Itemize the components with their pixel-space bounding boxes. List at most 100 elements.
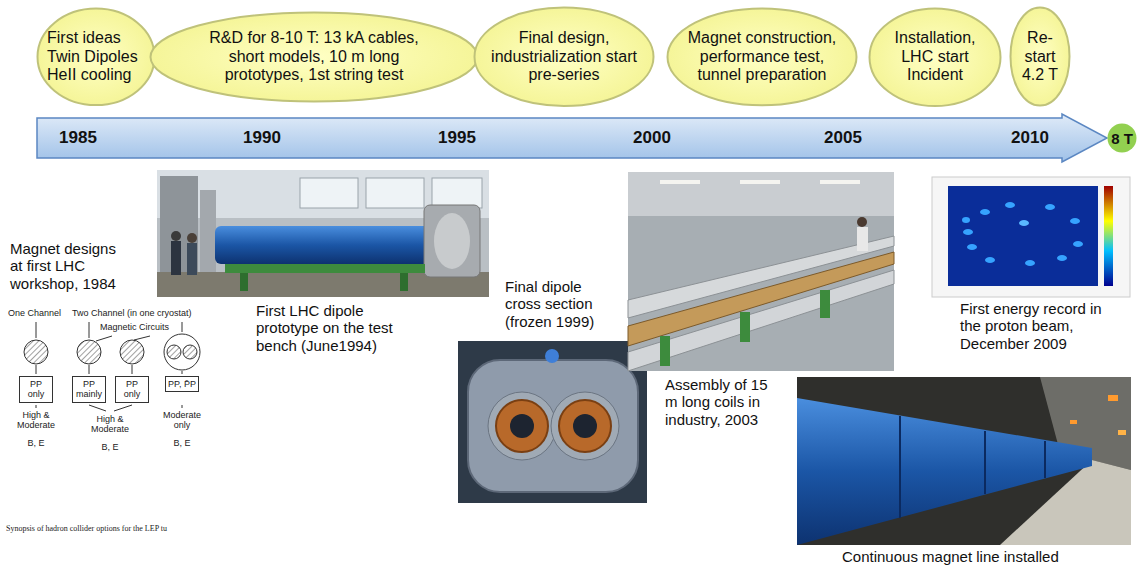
- hand-sketch: [114, 405, 132, 411]
- hand-sketch: [183, 345, 197, 359]
- year-label: 2010: [1011, 128, 1049, 148]
- beam-plot-image: [967, 244, 977, 250]
- option-box: PP, P̄P: [165, 376, 199, 392]
- tunnel-photo: [797, 377, 1131, 545]
- ellipse-shape: [475, 8, 654, 106]
- option-box: PP only: [19, 376, 53, 403]
- prototype-photo: [215, 226, 430, 264]
- hand-sketch: [96, 336, 112, 341]
- hand-sketch: [134, 336, 150, 340]
- hand-sketch: [77, 340, 101, 364]
- phase-ellipse: R&D for 8-10 T: 13 kA cables, short mode…: [149, 11, 479, 103]
- option-text: PP only: [22, 379, 50, 400]
- coil-assembly-photo: [628, 252, 894, 346]
- phase-ellipse: Re- start 4.2 T: [1009, 6, 1071, 107]
- tunnel-photo: [1070, 420, 1077, 424]
- sketch-note: B, E: [157, 438, 207, 448]
- coil-assembly-photo: [628, 270, 894, 371]
- prototype-photo: [300, 178, 358, 208]
- tunnel-photo: [984, 431, 986, 494]
- hand-sketch: [89, 365, 90, 374]
- ellipse-shape: [1011, 8, 1070, 106]
- year-slot: 1985: [38, 113, 118, 163]
- prototype-photo: [225, 264, 425, 273]
- cross-section-photo: [458, 341, 647, 503]
- label-slot: Final dipole cross section (frozen 1999): [505, 278, 605, 330]
- prototype-photo: [400, 273, 408, 291]
- prototype-photo: [434, 213, 470, 269]
- beam-plot-image: [932, 177, 1130, 297]
- year-label: 2000: [633, 128, 671, 148]
- coil-assembly-photo: [660, 180, 700, 184]
- sketch-note: Two Channel (in one cryostat): [72, 308, 192, 318]
- prototype-photo: [240, 273, 248, 291]
- prototype-photo: [424, 205, 480, 277]
- beam-plot-image: [948, 186, 1098, 286]
- arrow-outline: [36, 113, 1108, 163]
- prototype-photo: [432, 178, 482, 208]
- ellipse-shape: [870, 8, 1001, 106]
- sketch-note: Moderate only: [157, 410, 207, 431]
- beam-plot-image: [985, 257, 995, 263]
- hand-sketch: [164, 334, 200, 370]
- year-label: 1985: [59, 128, 97, 148]
- sketch-footnote: Synopsis of hadron collider options for …: [6, 524, 167, 533]
- hand-sketch: [89, 322, 90, 338]
- sketch-note: High & Moderate: [85, 414, 135, 435]
- prototype-photo: [157, 170, 489, 297]
- coil-assembly-photo: [628, 172, 894, 371]
- phase-ellipse: Installation, LHC start Incident: [868, 7, 1002, 108]
- beam-plot-image: [1073, 241, 1083, 247]
- option-text: PP mainly: [75, 379, 103, 400]
- beam-plot-image: [963, 229, 973, 235]
- phase-text: Final design, industrialization start pr…: [489, 29, 639, 84]
- phase-text: R&D for 8-10 T: 13 kA cables, short mode…: [199, 29, 429, 84]
- circle-shape: [1108, 124, 1137, 153]
- label-slot: High & Moderate: [85, 414, 135, 435]
- prototype-photo: [187, 243, 197, 275]
- option-text: PP, P̄P: [168, 379, 196, 389]
- ellipse-shape: [668, 9, 857, 106]
- year-slot: 1995: [417, 113, 497, 163]
- beam-plot-image: [1005, 202, 1015, 208]
- hand-sketch: [36, 365, 37, 374]
- hand-sketch: [36, 405, 37, 408]
- arrow-shape: [37, 114, 1107, 162]
- phase-ellipse: First ideas Twin Dipoles HeII cooling: [36, 7, 156, 107]
- coil-assembly-photo: [857, 217, 867, 227]
- prototype-photo: [171, 231, 181, 241]
- hand-sketch: [24, 340, 48, 364]
- cross-section-photo: [545, 349, 559, 363]
- beam-plot-image: [1045, 204, 1055, 210]
- hand-sketch: [182, 371, 183, 374]
- coil-assembly-photo: [660, 336, 670, 366]
- year-label: 2005: [824, 128, 862, 148]
- prototype-photo: [187, 233, 197, 243]
- beam-plot-image: [1019, 220, 1029, 226]
- coil-assembly-photo: [740, 312, 750, 342]
- cross-section-photo: [559, 400, 611, 452]
- timeline-arrow: 198519901995200020052010: [36, 113, 1108, 163]
- tunnel-photo: [797, 398, 1092, 545]
- sketch-note: B, E: [85, 442, 135, 452]
- label-slot: Synopsis of hadron collider options for …: [6, 524, 167, 533]
- label-slot: Magnet designs at first LHC workshop, 19…: [10, 240, 122, 292]
- year-slot: 2005: [803, 113, 883, 163]
- label-slot: High & Moderate: [11, 410, 61, 431]
- coil-assembly-photo: [628, 236, 894, 318]
- tunnel-photo: [899, 416, 901, 518]
- label-slot: Continuous magnet line installed: [842, 548, 1059, 565]
- coil-assembly-photo: [628, 172, 894, 371]
- prototype-photo: [157, 170, 489, 297]
- beam-plot-image: [962, 217, 970, 223]
- coil-assembly-photo: [740, 180, 780, 184]
- label-slot: Assembly of 15 m long coils in industry,…: [665, 376, 775, 428]
- year-slot: 2010: [990, 113, 1070, 163]
- photo-caption: Final dipole cross section (frozen 1999): [505, 278, 605, 330]
- label-slot: First LHC dipole prototype on the test b…: [256, 302, 406, 354]
- hand-sketch: [89, 405, 106, 411]
- label-slot: B, E: [11, 438, 61, 448]
- beam-plot-image: [1070, 218, 1080, 224]
- cross-section-photo: [496, 400, 548, 452]
